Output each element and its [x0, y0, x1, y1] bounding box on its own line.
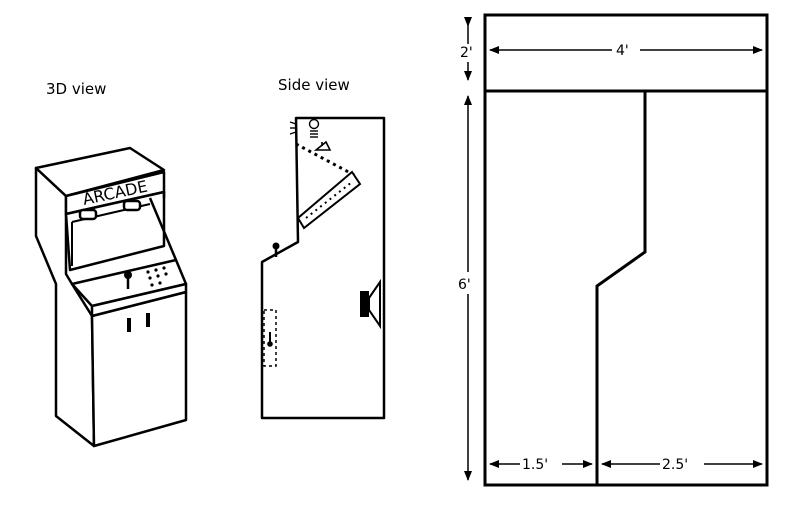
cabinet-3d	[34, 146, 188, 448]
dim-top-width-label: 4'	[616, 43, 629, 59]
coin-slot-left	[127, 318, 131, 332]
marquee-tilt-icon	[313, 140, 332, 151]
dim-main-height-label: 6'	[458, 277, 471, 293]
cabinet-lower-front	[90, 290, 188, 448]
side-view-label: Side view	[278, 76, 350, 94]
cabinet-side-profile	[260, 116, 386, 420]
joystick-side-icon	[272, 242, 280, 257]
view-3d-label: 3D view	[46, 80, 106, 98]
joystick-icon	[124, 271, 132, 289]
speaker-icon	[360, 278, 381, 330]
coin-slot-right	[146, 313, 150, 327]
coin-mechanism-icon	[267, 332, 273, 347]
dim-top-height-label: 2'	[460, 45, 473, 61]
screen-glass-line	[295, 142, 357, 178]
cabinet-screen-recess	[148, 197, 178, 261]
coin-door-outline	[263, 309, 277, 367]
marquee-light-right	[122, 199, 142, 212]
lightbulb-icon	[289, 118, 320, 138]
panel-cut-plan	[483, 13, 769, 487]
marquee-light-left	[78, 208, 98, 221]
dim-bottom-left-label: 1.5'	[522, 457, 548, 473]
control-buttons	[146, 266, 168, 287]
cabinet-top	[34, 146, 166, 198]
dim-bottom-right-label: 2.5'	[662, 457, 688, 473]
monitor-panel	[296, 170, 362, 230]
